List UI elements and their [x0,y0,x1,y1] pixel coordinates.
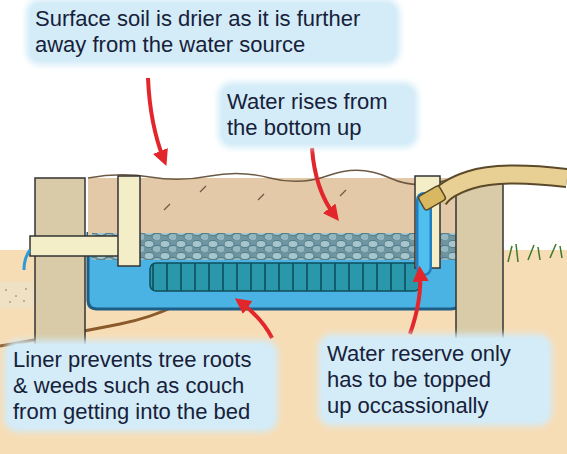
pointer-arrow [312,148,335,216]
callout-box: Water rises from the bottom up [222,86,414,144]
pointer-arrow [410,272,420,334]
overflow-drip [24,250,30,270]
gravel-layer [92,233,456,260]
tree-root [0,306,175,346]
right-post [456,176,503,342]
callout-text: Liner prevents tree roots & weeds such a… [13,347,265,425]
callout-text: Surface soil is drier as it is further a… [35,6,391,58]
callout-box: Liner prevents tree roots & weeds such a… [8,344,274,428]
callout-box: Water reserve only has to be topped up o… [322,338,548,422]
slotted-pipe [150,263,420,291]
sand-dots [5,288,27,303]
pointer-arrow [148,78,164,160]
callout-text: Water rises from the bottom up [227,89,407,141]
sand-patch [0,282,34,308]
liner [88,232,460,309]
hose [438,174,567,200]
hose-outline [438,174,567,200]
left-post [35,178,85,346]
soil [88,178,458,236]
callout-text: Water reserve only has to be topped up o… [327,341,532,419]
overflow-riser [118,176,140,266]
callout-box: Surface soil is drier as it is further a… [30,3,396,61]
pointer-arrow [240,302,272,338]
water-reserve [92,260,456,306]
water-stream-edge [416,200,432,268]
hose-nozzle [418,185,447,211]
grass [508,244,562,262]
soil-surface [88,170,458,184]
